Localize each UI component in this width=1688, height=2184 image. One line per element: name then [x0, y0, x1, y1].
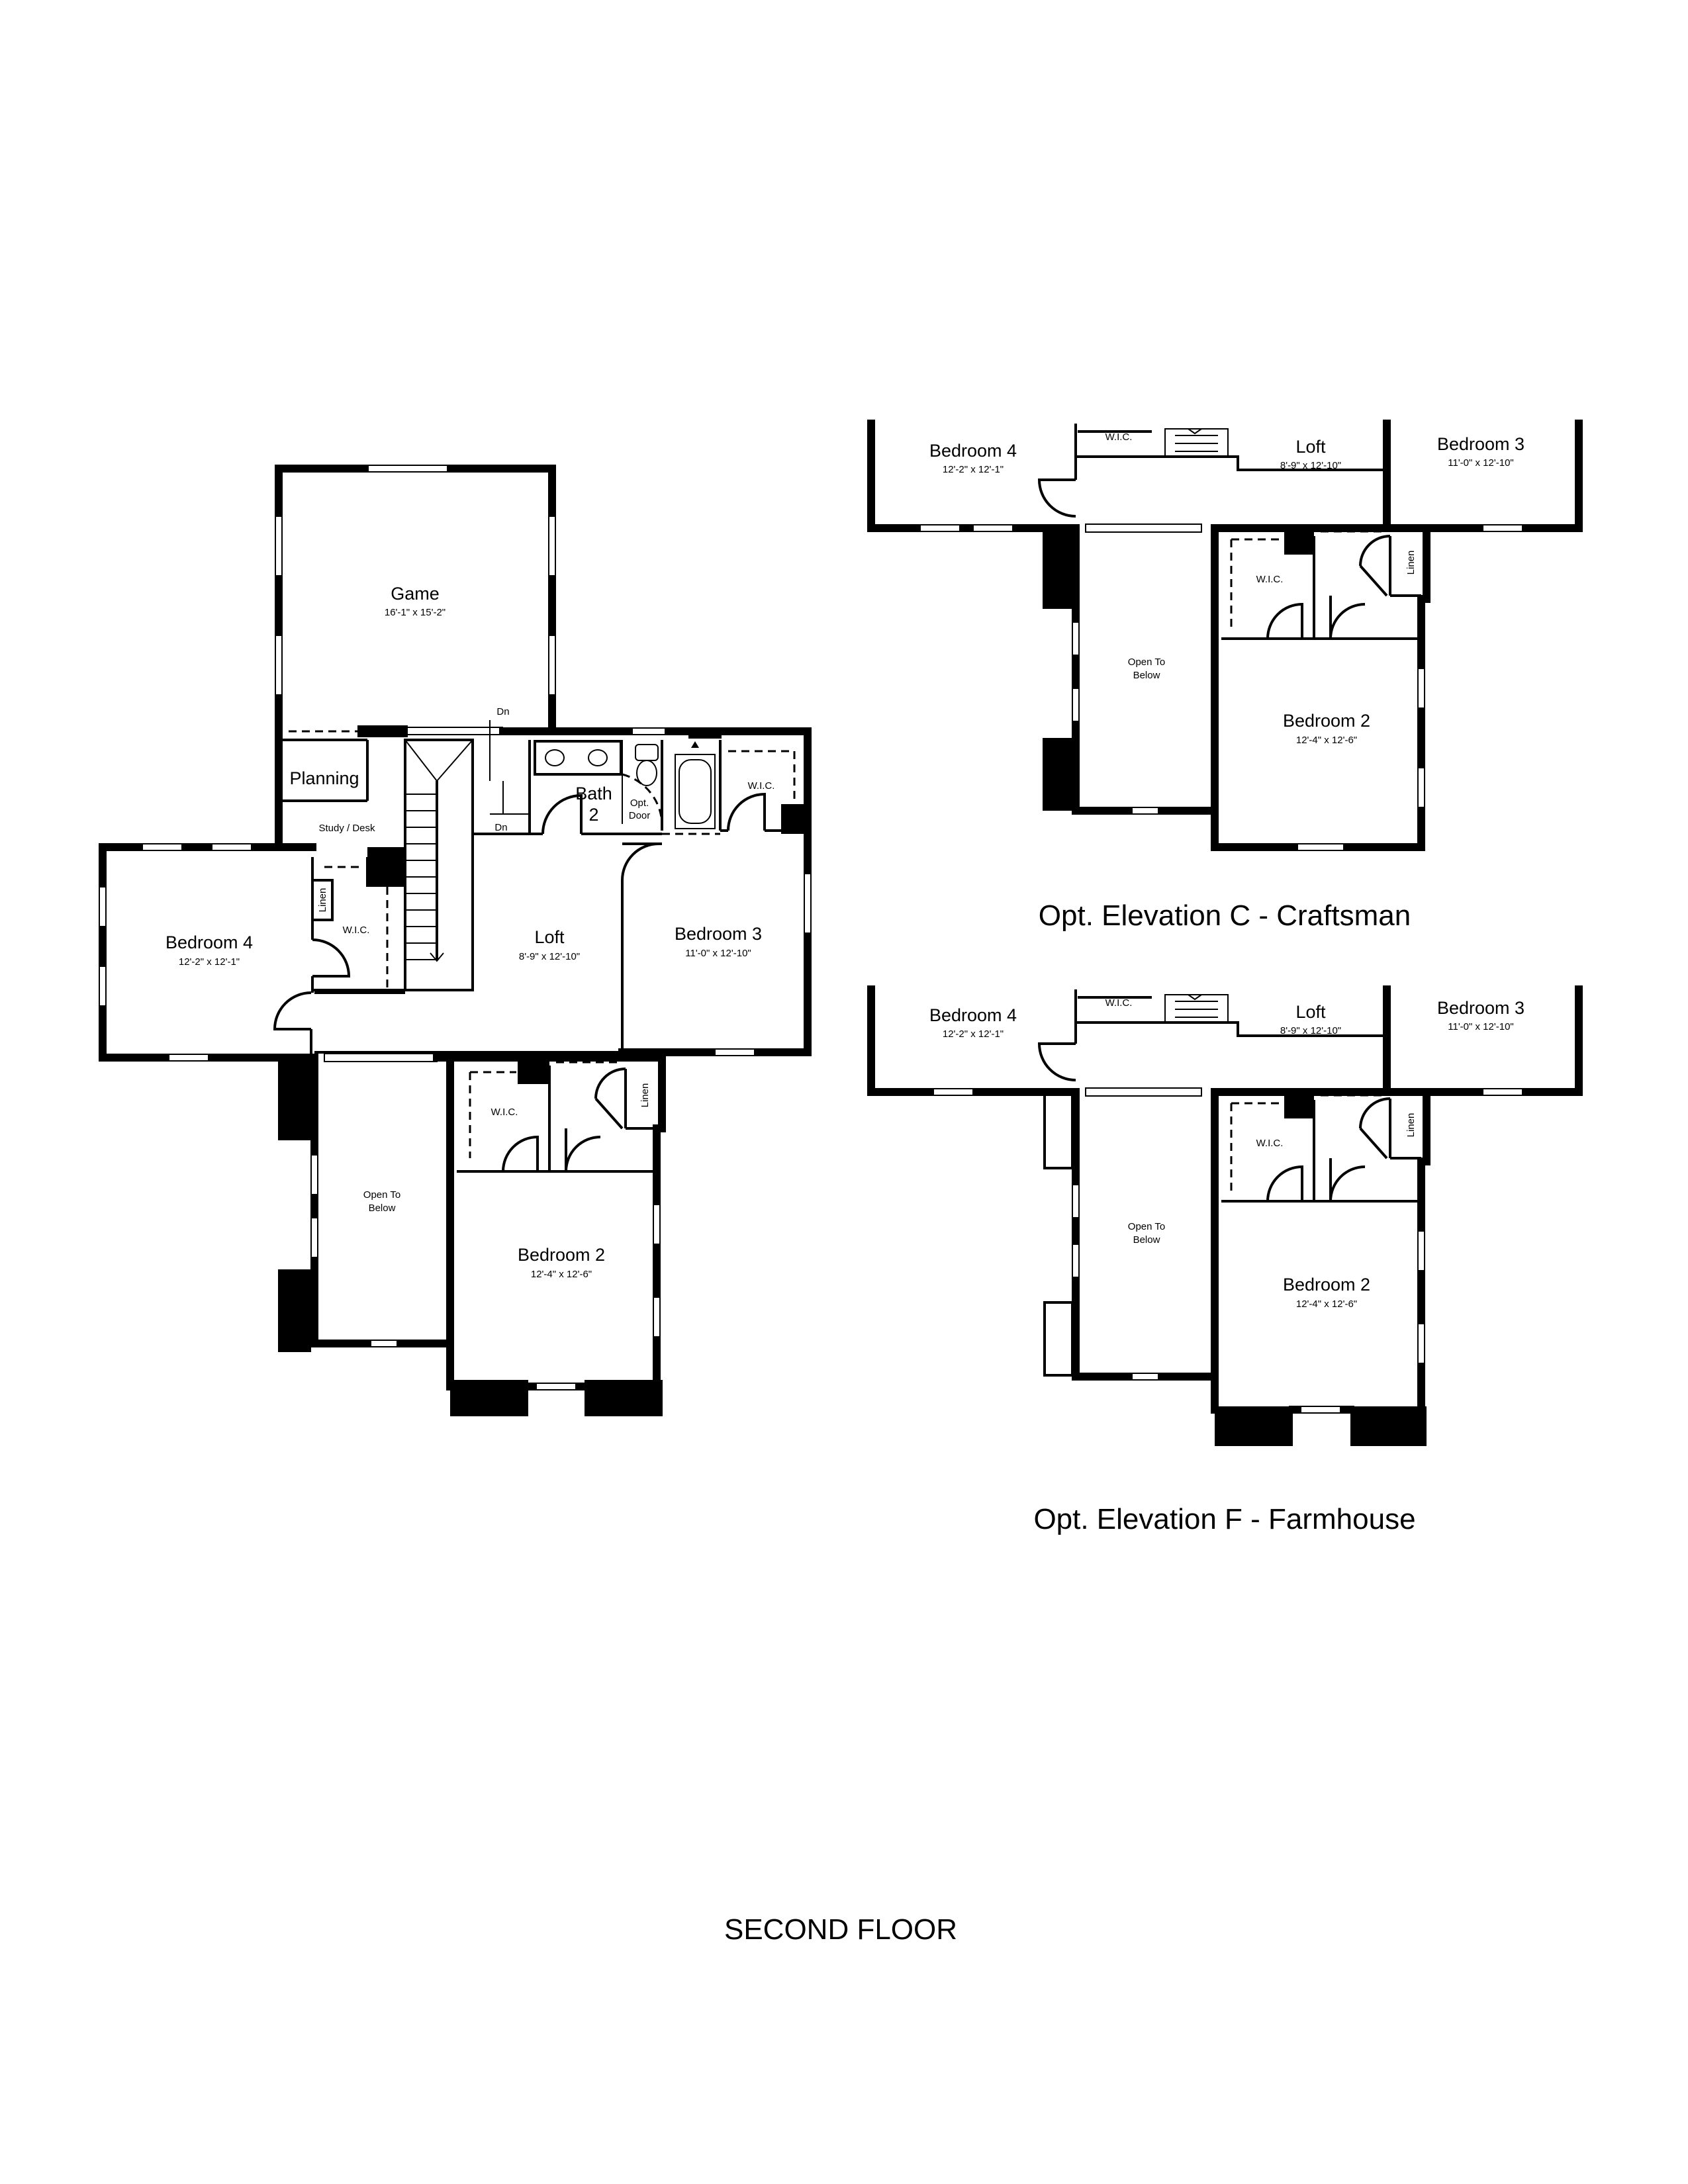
elev-c-open-to-below-2: Below [1133, 670, 1160, 681]
elev-f-bedroom-4-dims: 12'-2" x 12'-1" [943, 1028, 1004, 1040]
elevation-c-plan: Bedroom 4 12'-2" x 12'-1" W.I.C. Loft 8'… [867, 420, 1583, 932]
elev-c-loft-dims: 8'-9" x 12'-10" [1280, 460, 1341, 471]
elev-c-bedroom-4-dims: 12'-2" x 12'-1" [943, 464, 1004, 475]
elev-c-bedroom-4-label: Bedroom 4 [929, 441, 1017, 461]
elev-f-bedroom-3-label: Bedroom 3 [1437, 998, 1524, 1018]
opt-door-label-2: Door [629, 810, 651, 821]
page-title: SECOND FLOOR [724, 1913, 957, 1946]
bedroom-4-linen-label: Linen [317, 888, 328, 913]
elev-c-open-to-below-1: Open To [1128, 657, 1165, 668]
elev-f-wic-label: W.I.C. [1256, 1138, 1284, 1149]
opt-door-label-1: Opt. [630, 797, 649, 809]
bedroom-3-wic-label: W.I.C. [748, 780, 775, 792]
elev-c-wic-top-label: W.I.C. [1105, 432, 1133, 443]
open-to-below [278, 1053, 454, 1390]
stairs [404, 720, 530, 991]
bath-number-label: 2 [588, 805, 598, 825]
game-room [275, 465, 556, 737]
planning-area [275, 727, 369, 851]
bedroom-4-closet [311, 847, 405, 990]
loft [312, 833, 622, 1054]
elevation-f-plan: Bedroom 4 12'-2" x 12'-1" W.I.C. Loft 8'… [867, 985, 1583, 1535]
bath-2 [526, 727, 812, 835]
elev-f-wic-top-label: W.I.C. [1105, 997, 1133, 1009]
loft-dims: 8'-9" x 12'-10" [519, 951, 580, 962]
bedroom-4 [99, 843, 405, 1062]
bedroom-3-label: Bedroom 3 [675, 924, 762, 944]
game-dims: 16'-1" x 15'-2" [385, 607, 445, 618]
elev-c-bedroom-2-label: Bedroom 2 [1283, 711, 1370, 731]
stairs-down-label: Dn [494, 822, 507, 833]
main-plan-labels: Game 16'-1" x 15'-2" Planning Study / De… [165, 584, 774, 1280]
elev-f-loft-label: Loft [1295, 1002, 1326, 1022]
elev-f-linen-label: Linen [1405, 1113, 1417, 1138]
bedroom-2-label: Bedroom 2 [518, 1245, 605, 1265]
stairs-down-top-label: Dn [496, 706, 509, 717]
elev-f-loft-dims: 8'-9" x 12'-10" [1280, 1025, 1341, 1036]
elev-c-bedroom-3-dims: 11'-0" x 12'-10" [1448, 457, 1514, 469]
bedroom-2-wic-label: W.I.C. [491, 1107, 518, 1118]
bedroom-2 [446, 1054, 666, 1416]
elev-c-linen-label: Linen [1405, 551, 1417, 575]
elev-c-bedroom-3-label: Bedroom 3 [1437, 434, 1524, 454]
loft-label: Loft [534, 927, 565, 947]
planning-label: Planning [289, 768, 359, 788]
main-floor-plan: Game 16'-1" x 15'-2" Planning Study / De… [99, 465, 812, 1416]
bedroom-3 [618, 817, 812, 1056]
open-to-below-label-2: Below [369, 1203, 396, 1214]
elev-c-bedroom-2-dims: 12'-4" x 12'-6" [1296, 735, 1357, 746]
bath-label: Bath [575, 784, 612, 803]
elevation-f-title: Opt. Elevation F - Farmhouse [1033, 1503, 1415, 1535]
bedroom-3-dims: 11'-0" x 12'-10" [685, 948, 751, 959]
game-label: Game [391, 584, 440, 604]
bedroom-4-label: Bedroom 4 [165, 933, 253, 952]
elev-f-open-to-below-2: Below [1133, 1234, 1160, 1246]
elev-f-open-to-below-1: Open To [1128, 1221, 1165, 1232]
elev-f-bedroom-2-label: Bedroom 2 [1283, 1275, 1370, 1295]
bedroom-4-dims: 12'-2" x 12'-1" [179, 956, 240, 968]
bedroom-2-linen-label: Linen [639, 1083, 651, 1108]
elev-f-bedroom-4-label: Bedroom 4 [929, 1005, 1017, 1025]
elev-f-bedroom-2-dims: 12'-4" x 12'-6" [1296, 1298, 1357, 1310]
elev-c-loft-label: Loft [1295, 437, 1326, 457]
study-desk-label: Study / Desk [318, 823, 375, 834]
elev-f-bedroom-3-dims: 11'-0" x 12'-10" [1448, 1021, 1514, 1032]
elevation-c-title: Opt. Elevation C - Craftsman [1039, 899, 1411, 932]
bedroom-2-dims: 12'-4" x 12'-6" [531, 1269, 592, 1280]
bedroom-4-wic-label: W.I.C. [343, 925, 370, 936]
open-to-below-label-1: Open To [363, 1189, 400, 1201]
bedroom-3-closet [720, 750, 808, 834]
elev-c-wic-label: W.I.C. [1256, 574, 1284, 585]
